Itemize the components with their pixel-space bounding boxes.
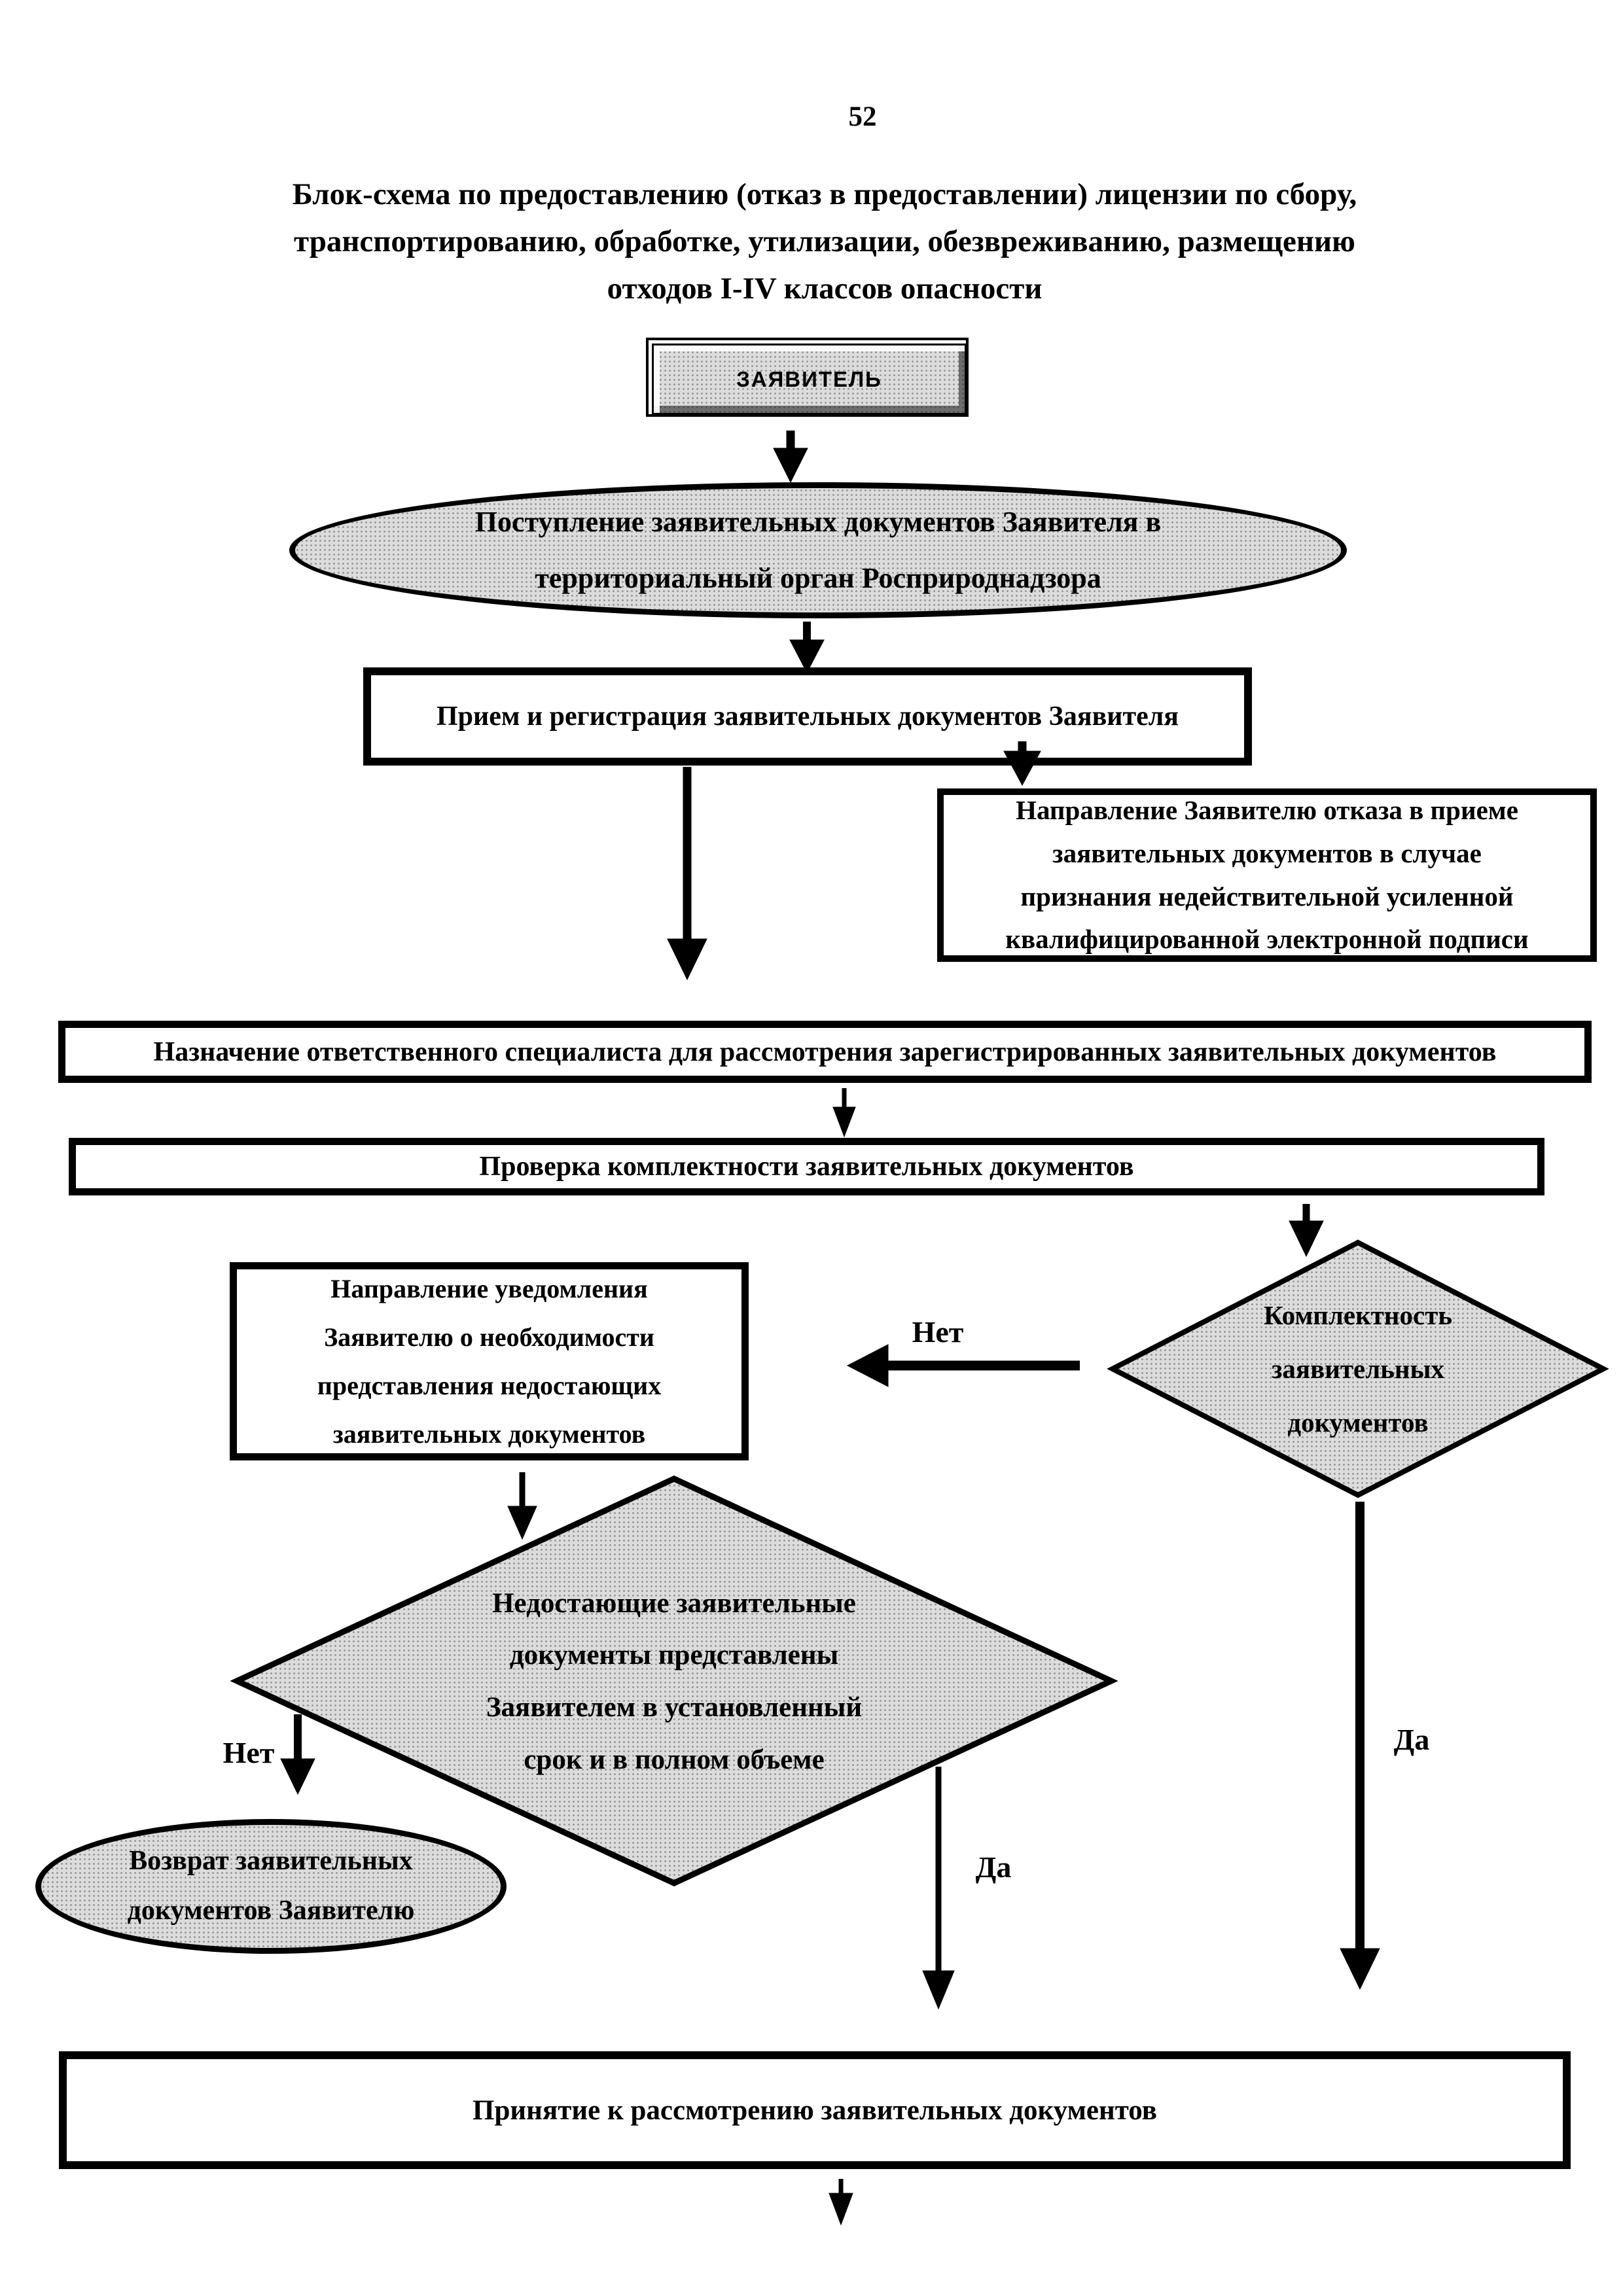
node-applicant-label: ЗАЯВИТЕЛЬ: [736, 366, 882, 391]
page-number: 52: [848, 101, 877, 132]
arrow-reception-to-assignment: [667, 767, 707, 981]
arrow-check-to-decision: [1289, 1204, 1324, 1258]
node-assignment-label: Назначение ответственного специалиста дл…: [153, 1036, 1497, 1067]
node-rejection-line-3: признания недействительной усиленной: [1020, 881, 1514, 911]
node-rejection-line-4: квалифицированной электронной подписи: [1005, 924, 1529, 955]
arrow-missing-no-to-return: [280, 1714, 315, 1795]
node-incoming-ellipse: Поступление заявительных документов Заяв…: [289, 482, 1347, 618]
node-acceptance: Принятие к рассмотрению заявительных док…: [59, 2051, 1571, 2169]
edge-label-yes-missing-docs: Да: [975, 1850, 1012, 1884]
node-missing-docs-line-3: Заявителем в установленный: [486, 1692, 863, 1723]
edge-label-no-missing-docs: Нет: [223, 1735, 275, 1769]
node-missing-docs-line-4: срок и в полном объеме: [524, 1744, 825, 1775]
node-completeness-decision-line-1: Комплектность: [1263, 1300, 1453, 1330]
node-notification-line-2: Заявителю о необходимости: [324, 1322, 654, 1352]
missing-docs-decision-outline: [230, 1475, 1118, 1886]
title-line-2: транспортированию, обработке, утилизации…: [294, 224, 1355, 258]
node-incoming-line-2: территориальный орган Росприроднадзора: [535, 562, 1101, 594]
edge-label-yes-completeness: Да: [1393, 1722, 1430, 1756]
node-missing-docs-line-2: документы представлены: [509, 1640, 839, 1671]
node-completeness-decision-line-2: заявительных: [1271, 1354, 1445, 1384]
arrow-decision-yes-to-acceptance: [1340, 1502, 1380, 1990]
arrow-missing-yes-to-acceptance: [922, 1767, 955, 2010]
node-missing-docs-line-1: Недостающие заявительные: [492, 1587, 856, 1619]
arrow-reception-to-rejection: [1003, 741, 1041, 786]
title-line-3: отходов I-IV классов опасности: [607, 271, 1043, 306]
node-rejection-line-2: заявительных документов в случае: [1052, 838, 1482, 868]
node-reception-label: Прием и регистрация заявительных докумен…: [436, 701, 1179, 732]
node-return-docs-line-1: Возврат заявительных: [129, 1846, 413, 1877]
title-line-1: Блок-схема по предоставлению (отказ в пр…: [292, 177, 1357, 211]
node-rejection: Направление Заявителю отказа в приеме за…: [937, 788, 1597, 962]
arrow-notification-to-missing-decision: [507, 1472, 537, 1540]
arrow-assignment-to-check: [832, 1088, 856, 1138]
arrow-applicant-to-incoming: [773, 431, 808, 484]
node-return-docs-ellipse: Возврат заявительных документов Заявител…: [35, 1819, 507, 1954]
edge-label-no-completeness: Нет: [912, 1315, 964, 1349]
arrow-decision-no-to-notification: [846, 1344, 1080, 1387]
node-reception: Прием и регистрация заявительных докумен…: [363, 667, 1252, 766]
node-applicant: ЗАЯВИТЕЛЬ: [646, 338, 969, 417]
node-notification-line-1: Направление уведомления: [330, 1273, 648, 1303]
node-incoming-line-1: Поступление заявительных документов Заяв…: [474, 506, 1162, 539]
node-acceptance-label: Принятие к рассмотрению заявительных док…: [473, 2094, 1157, 2126]
node-completeness-decision: Комплектность заявительных документов: [1162, 1260, 1554, 1478]
page-title: Блок-схема по предоставлению (отказ в пр…: [92, 171, 1558, 313]
node-completeness-check: Проверка комплектности заявительных доку…: [69, 1138, 1544, 1195]
node-notification-line-3: представления недостающих: [317, 1370, 662, 1400]
node-notification-line-4: заявительных документов: [332, 1419, 646, 1449]
node-rejection-line-1: Направление Заявителю отказа в приеме: [1016, 795, 1518, 826]
node-assignment: Назначение ответственного специалиста дл…: [58, 1021, 1592, 1083]
node-notification: Направление уведомления Заявителю о необ…: [230, 1262, 749, 1460]
node-completeness-check-label: Проверка комплектности заявительных доку…: [479, 1152, 1134, 1182]
node-completeness-decision-line-3: документов: [1287, 1407, 1429, 1438]
arrow-acceptance-down: [829, 2179, 853, 2226]
node-missing-docs-decision: Недостающие заявительные документы предс…: [314, 1525, 1034, 1839]
node-return-docs-line-2: документов Заявителю: [127, 1896, 415, 1926]
completeness-decision-outline: [1107, 1239, 1609, 1498]
arrow-incoming-to-reception: [789, 622, 825, 674]
